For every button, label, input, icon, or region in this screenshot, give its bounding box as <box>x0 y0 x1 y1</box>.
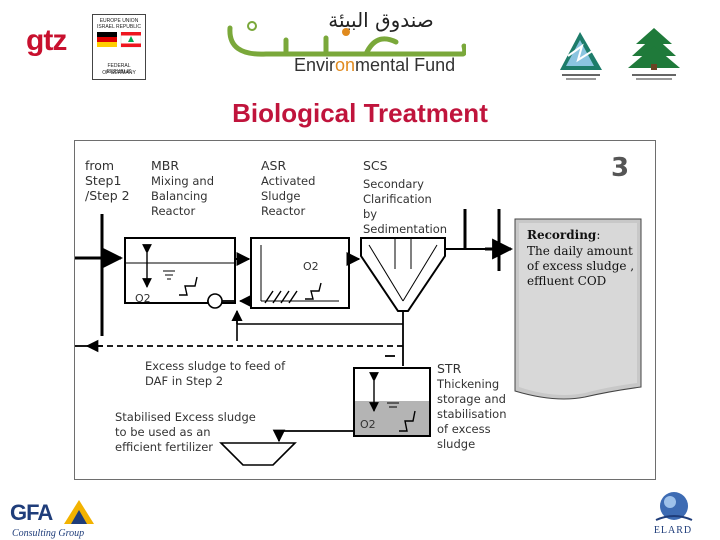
from-step-label: from Step1 /Step 2 <box>85 158 130 203</box>
recording-note: Recording: <box>527 228 601 242</box>
mbr-tank <box>124 237 236 304</box>
gtz-logo: gtz <box>26 24 67 57</box>
scs-description: Secondary Clarification by Sedimentation <box>363 177 448 236</box>
asr-description: Activated Sludge Reactor <box>261 174 316 218</box>
str-oxygen-label: O2 <box>360 418 376 431</box>
recording-text: The daily amount of excess sludge , effl… <box>527 244 635 288</box>
fertilizer-flow <box>219 429 354 466</box>
ministry-of-environment-logo-icon <box>560 32 602 80</box>
str-description: Thickening storage and stabilisation of … <box>437 377 507 451</box>
eu-germany-badge: EUROPE UNION ISRAEL REPUBLIC FEDERAL REP… <box>92 14 146 80</box>
environmental-fund-arabic-name: صندوق البيئة <box>328 8 434 32</box>
mbr-oxygen-label: O2 <box>135 292 151 305</box>
asr-title: ASR <box>261 158 287 173</box>
cedar-council-logo-icon <box>628 28 680 80</box>
mbr-title: MBR <box>151 158 180 173</box>
sludge-lines <box>75 309 404 366</box>
stabilised-sludge-label: Stabilised Excess sludge to be used as a… <box>115 410 256 454</box>
elard-globe-icon <box>655 492 693 521</box>
badge-line: ISRAEL REPUBLIC <box>97 24 141 30</box>
badge-line: FEDERAL REPUBLIC <box>106 63 132 75</box>
badge-line: OF GERMANY <box>102 70 136 76</box>
fund-name-part: Envir <box>294 55 336 75</box>
asr-tank <box>250 237 350 309</box>
str-tank <box>353 367 431 437</box>
panel-number: 3 <box>611 153 630 183</box>
elard-logo: ELARD <box>653 525 693 536</box>
asr-oxygen-label: O2 <box>303 260 319 273</box>
gfa-logo: GFA <box>10 500 53 525</box>
gfa-triangle-icon <box>64 500 94 524</box>
scs-title: SCS <box>363 158 388 173</box>
scs-clarifier <box>360 237 446 312</box>
process-flow-diagram <box>75 209 642 466</box>
flags-icon <box>97 32 141 48</box>
environmental-fund-logo-icon <box>227 21 466 57</box>
badge-line: EUROPE UNION <box>99 18 139 24</box>
recording-document-icon <box>514 218 642 400</box>
slide-title: Biological Treatment <box>232 98 488 128</box>
fund-name-part: mental Fund <box>355 55 456 75</box>
excess-sludge-label: Excess sludge to feed of DAF in Step 2 <box>145 359 286 388</box>
fund-name-accent: on <box>335 55 356 75</box>
str-title: STR <box>437 361 462 376</box>
mbr-description: Mixing and Balancing Reactor <box>151 174 214 218</box>
recording-title: Recording <box>527 228 597 242</box>
treatment-diagram-panel: from Step1 /Step 2 MBR Mixing and Balanc… <box>74 140 656 480</box>
pump-recirculation <box>207 293 264 341</box>
gfa-subtitle: Consulting Group <box>12 528 85 539</box>
inflow-arrow <box>75 214 124 336</box>
environmental-fund-name: Environmental Fund <box>294 55 455 76</box>
